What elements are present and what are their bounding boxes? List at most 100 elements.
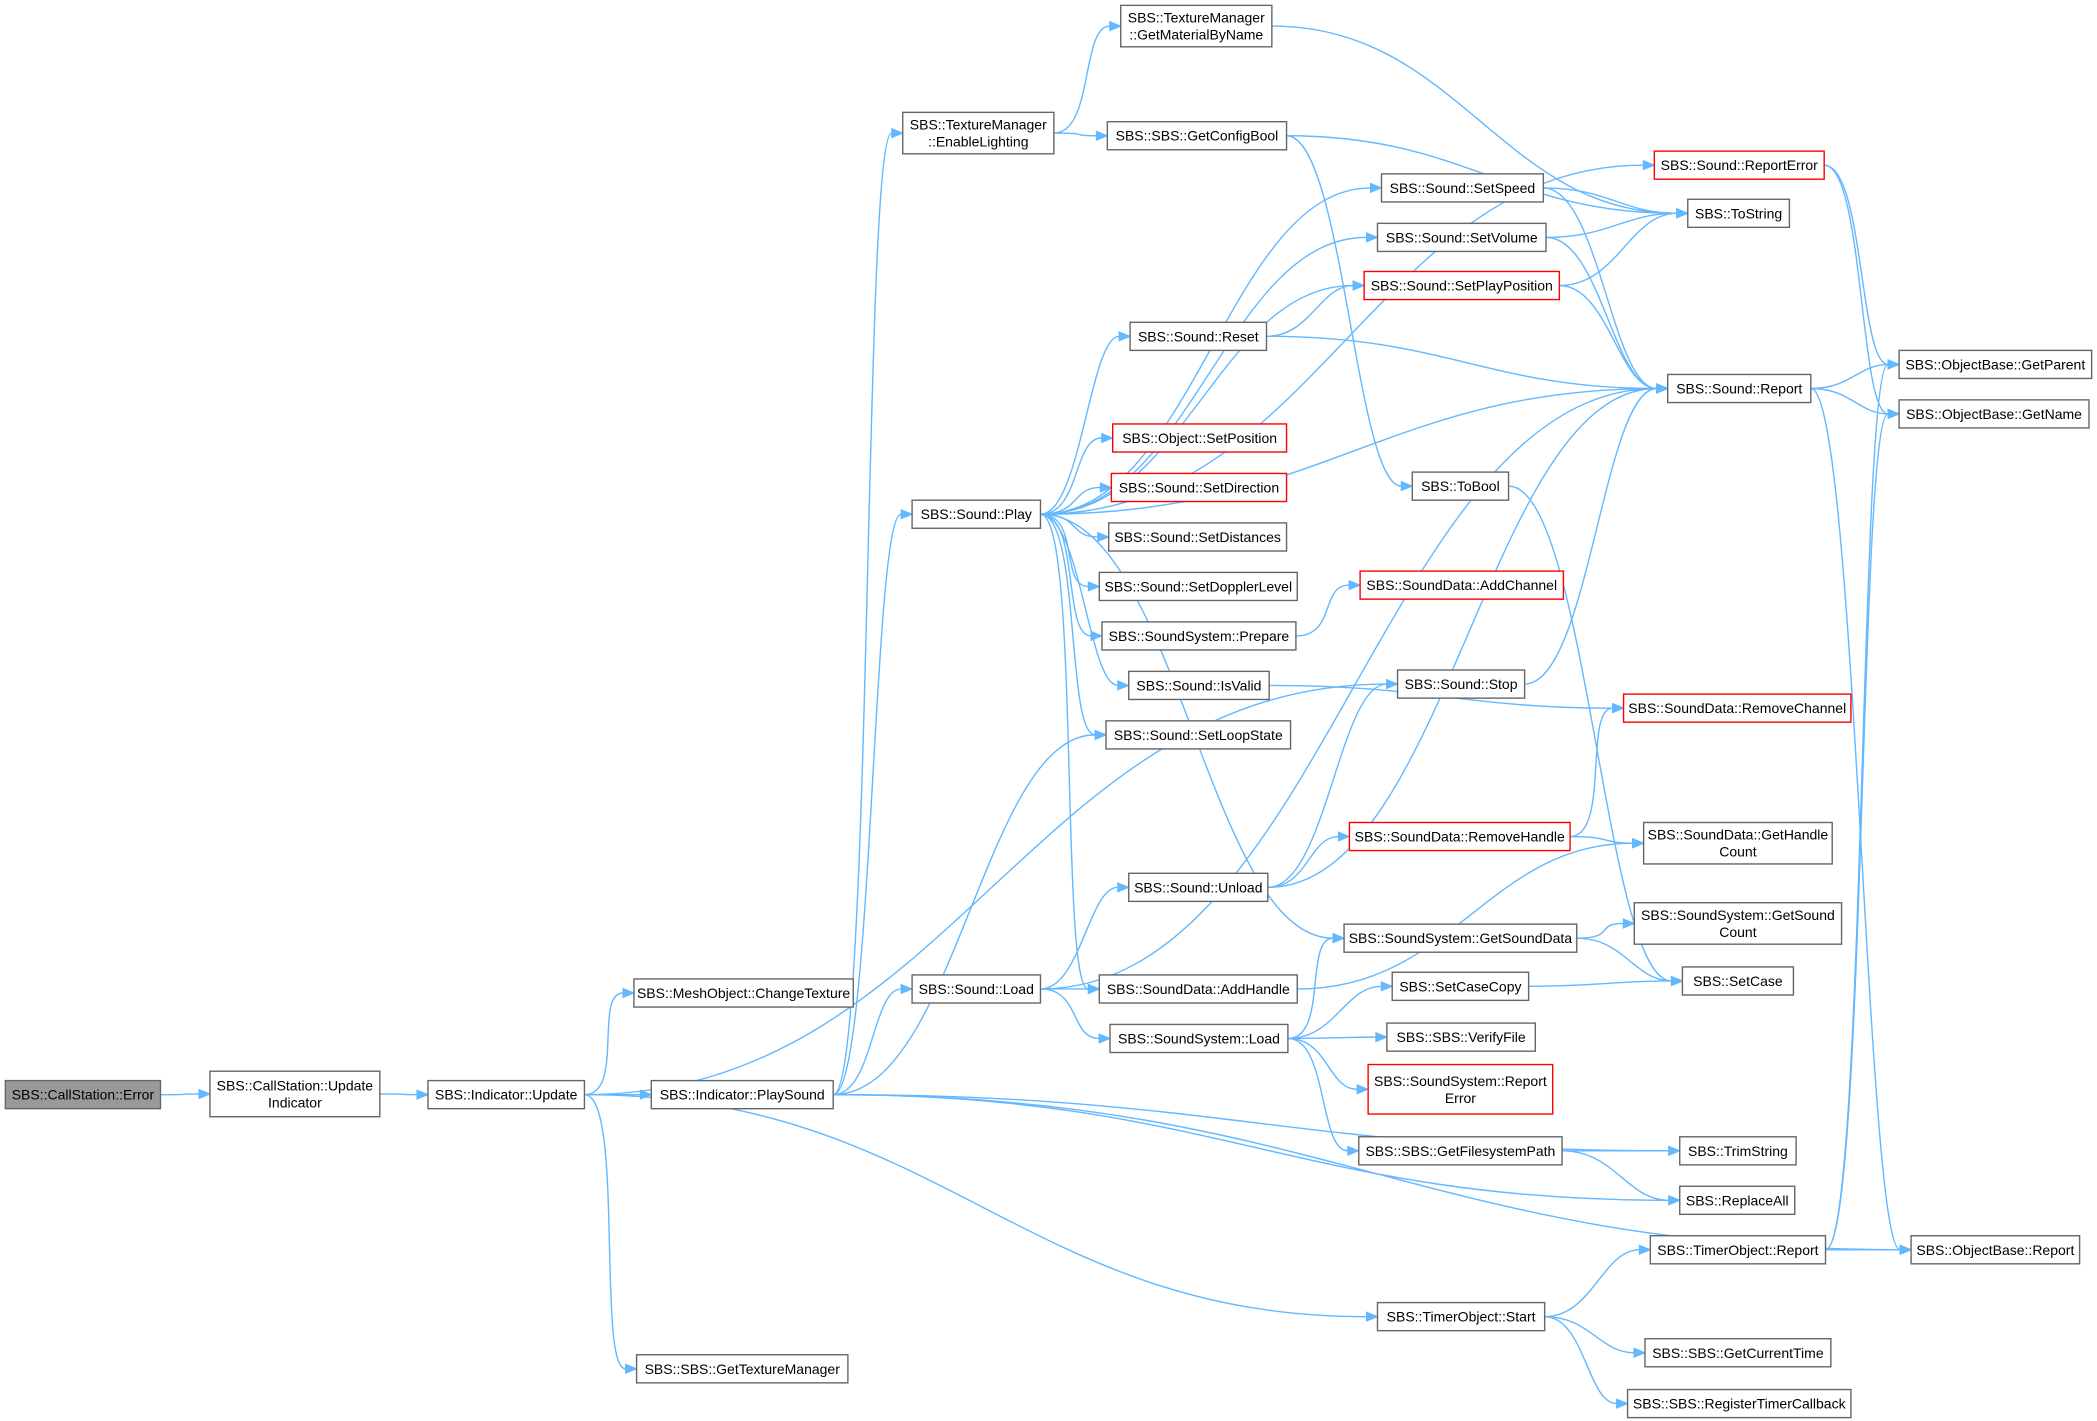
node-box (1898, 349, 2093, 380)
node-box (1644, 1338, 1832, 1368)
node-getsounddata[interactable]: SBS::SoundSystem::GetSoundData (1343, 923, 1578, 953)
node-setspeed[interactable]: SBS::Sound::SetSpeed (1380, 173, 1545, 203)
edge-n_playsound-to-n_setloop (833, 734, 1096, 1096)
edge-n_updind-to-n_indupd (379, 1093, 417, 1096)
edge-n_indupd-to-n_timerstart (584, 1093, 1367, 1318)
node-getname[interactable]: SBS::ObjectBase::GetName (1898, 399, 2090, 429)
node-reset[interactable]: SBS::Sound::Reset (1129, 321, 1268, 352)
node-removechannel[interactable]: SBS::SoundData::RemoveChannel (1622, 693, 1852, 723)
arrowhead-n_soundload-to-n_ssload (1098, 1033, 1112, 1044)
node-timerreport[interactable]: SBS::TimerObject::Report (1649, 1235, 1827, 1265)
edge-n_soundplay-to-n_setdoppler (1040, 513, 1089, 588)
node-soundreport[interactable]: SBS::Sound::Report (1667, 373, 1812, 404)
node-soundload[interactable]: SBS::Sound::Load (911, 974, 1042, 1004)
node-addhandle[interactable]: SBS::SoundData::AddHandle (1098, 974, 1298, 1004)
node-box (911, 974, 1042, 1004)
node-label: SBS::ObjectBase::GetName (1906, 406, 2082, 422)
arrowhead-n_playsound-to-n_enablelight (891, 127, 905, 139)
node-getcfgbool[interactable]: SBS::SBS::GetConfigBool (1106, 121, 1288, 151)
node-box (1649, 1235, 1827, 1265)
node-box (1129, 321, 1268, 352)
edge-n_getsounddata-to-n_getsoundcount (1576, 922, 1624, 939)
node-ssreporterr[interactable]: SBS::SoundSystem::ReportError (1367, 1063, 1554, 1115)
node-label: SBS::TextureManager (1128, 10, 1265, 26)
node-setloop[interactable]: SBS::Sound::SetLoopState (1105, 720, 1292, 750)
node-timerstart[interactable]: SBS::TimerObject::Start (1376, 1301, 1546, 1332)
node-regtimer[interactable]: SBS::SBS::RegisterTimerCallback (1626, 1388, 1852, 1419)
edge-n_reporterror-to-n_getparent (1824, 164, 1889, 366)
node-setdist[interactable]: SBS::Sound::SetDistances (1107, 522, 1288, 552)
edge-n_soundplay-to-n_reset (1040, 335, 1120, 515)
node-addchannel[interactable]: SBS::SoundData::AddChannel (1359, 570, 1565, 600)
arrowhead-n_unload-to-n_removehandle (1337, 831, 1351, 842)
edge-n_soundload-to-n_ssload (1040, 988, 1100, 1040)
arrowhead-n_ssload-to-n_verifyfile (1375, 1031, 1389, 1043)
node-label: ::GetMaterialByName (1129, 27, 1263, 43)
edge-n_soundplay-to-n_setvolume (1040, 236, 1367, 515)
node-box (427, 1079, 586, 1110)
node-unload[interactable]: SBS::Sound::Unload (1128, 872, 1269, 903)
node-box (635, 1354, 849, 1384)
node-getmat[interactable]: SBS::TextureManager::GetMaterialByName (1120, 4, 1273, 48)
node-setdoppler[interactable]: SBS::Sound::SetDopplerLevel (1098, 571, 1298, 602)
node-ssprepare[interactable]: SBS::SoundSystem::Prepare (1101, 621, 1297, 651)
arrowhead-n_indupd-to-n_timerstart (1365, 1311, 1379, 1322)
node-objreport[interactable]: SBS::ObjectBase::Report (1910, 1235, 2081, 1265)
node-box (1343, 923, 1578, 953)
node-tobool[interactable]: SBS::ToBool (1411, 471, 1510, 501)
node-getcurtime[interactable]: SBS::SBS::GetCurrentTime (1644, 1338, 1832, 1368)
node-stop[interactable]: SBS::Sound::Stop (1396, 669, 1526, 699)
node-enablelight[interactable]: SBS::TextureManager::EnableLighting (902, 111, 1055, 155)
node-label: SBS::Sound::IsValid (1136, 677, 1261, 693)
node-changetex[interactable]: SBS::MeshObject::ChangeTexture (633, 978, 854, 1008)
node-isvalid[interactable]: SBS::Sound::IsValid (1128, 670, 1270, 701)
node-label: SBS::ToBool (1421, 478, 1500, 494)
node-verifyfile[interactable]: SBS::SBS::VerifyFile (1386, 1022, 1537, 1052)
arrowhead-n_tobool-to-n_setcase (1670, 975, 1684, 987)
edge-n_stop-to-n_soundreport (1524, 387, 1657, 685)
node-box (1107, 522, 1288, 552)
node-label: SBS::TimerObject::Start (1387, 1309, 1536, 1325)
node-label: SBS::ToString (1695, 205, 1782, 221)
node-gettexmgr[interactable]: SBS::SBS::GetTextureManager (635, 1354, 849, 1384)
node-tostring[interactable]: SBS::ToString (1687, 198, 1791, 229)
arrowhead-n_updind-to-n_indupd (416, 1089, 430, 1100)
node-playsound[interactable]: SBS::Indicator::PlaySound (650, 1079, 834, 1110)
arrowhead-n_removehandle-to-n_removechannel (1612, 702, 1625, 714)
node-box (1642, 821, 1833, 865)
edge-n_reporterror-to-n_getname (1824, 164, 1889, 415)
node-setdir[interactable]: SBS::Sound::SetDirection (1110, 472, 1288, 503)
node-label: SBS::SoundData::AddHandle (1107, 981, 1290, 997)
node-replaceall[interactable]: SBS::ReplaceAll (1679, 1185, 1796, 1216)
arrowhead-n_reset-to-n_setplaypos (1352, 280, 1366, 291)
node-setcasecopy[interactable]: SBS::SetCaseCopy (1391, 971, 1530, 1002)
edge-n_getfspath-to-n_replaceall (1562, 1150, 1669, 1201)
node-label: ::EnableLighting (928, 134, 1028, 150)
edge-n_timerstart-to-n_regtimer (1544, 1315, 1617, 1405)
node-setplaypos[interactable]: SBS::Sound::SetPlayPosition (1363, 270, 1561, 301)
node-setvolume[interactable]: SBS::Sound::SetVolume (1376, 222, 1547, 253)
node-soundplay[interactable]: SBS::Sound::Play (911, 499, 1042, 529)
node-error[interactable]: SBS::CallStation::Error (4, 1079, 162, 1110)
node-reporterror[interactable]: SBS::Sound::ReportError (1653, 150, 1825, 180)
node-box (1910, 1235, 2081, 1265)
edge-n_unload-to-n_soundreport (1267, 387, 1657, 889)
node-trimstring[interactable]: SBS::TrimString (1679, 1136, 1797, 1166)
node-label: SBS::SBS::GetCurrentTime (1652, 1345, 1824, 1361)
node-box (1111, 423, 1288, 453)
node-setcase[interactable]: SBS::SetCase (1681, 966, 1795, 996)
node-box (1633, 902, 1843, 945)
node-label: SBS::ObjectBase::Report (1916, 1242, 2074, 1258)
node-objsetpos[interactable]: SBS::Object::SetPosition (1111, 423, 1288, 453)
node-box (1109, 1023, 1289, 1054)
node-indupd[interactable]: SBS::Indicator::Update (427, 1079, 586, 1110)
node-box (1898, 399, 2090, 429)
arrowhead-n_indupd-to-n_changetex (622, 987, 636, 999)
node-getfspath[interactable]: SBS::SBS::GetFilesystemPath (1358, 1136, 1563, 1166)
node-getparent[interactable]: SBS::ObjectBase::GetParent (1898, 349, 2093, 380)
node-removehandle[interactable]: SBS::SoundData::RemoveHandle (1348, 821, 1571, 852)
node-ssload[interactable]: SBS::SoundSystem::Load (1109, 1023, 1289, 1054)
